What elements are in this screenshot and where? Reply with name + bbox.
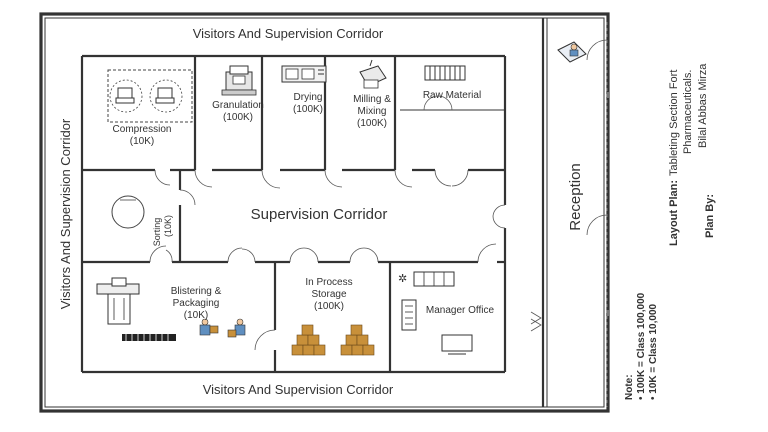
plan-by-label: Plan By: [704,194,716,238]
layout-plan-line2: Pharmaceuticals. [682,70,694,154]
storage-class: (100K) [314,301,344,312]
layout-plan-label: Layout Plan: [668,180,680,246]
sorting-table-icon [111,195,145,229]
door-swings [149,39,608,351]
granulator-icon [221,65,257,96]
compression-class: (10K) [130,136,154,147]
raw-material-label: Raw Material [423,90,481,101]
blistering-label-line2: Packaging [173,298,220,309]
top-corridor-label: Visitors And Supervision Corridor [193,26,384,41]
milling-label-line1: Milling & [353,94,391,105]
blistering-class: (10K) [184,310,208,321]
outer-walls [39,12,610,413]
packaging-workers-icon [199,318,246,338]
milling-label-line2: Mixing [358,106,387,117]
granulation-class: (100K) [223,112,253,123]
svg-text:✲: ✲ [398,272,407,285]
sorting-label: Sorting [152,218,162,247]
note-item-100k: • 100K = Class 100,000 [636,292,647,400]
manager-office-label: Manager Office [426,305,495,316]
storage-boxes-icon [291,324,375,356]
mixer-icon [359,59,387,89]
corridor-labels: Visitors And Supervision Corridor Visito… [58,26,394,397]
conveyor-belt-icon [122,334,176,341]
sorting-class: (10K) [163,215,173,237]
bottom-corridor-label: Visitors And Supervision Corridor [203,382,394,397]
granulation-label: Granulation [212,100,264,111]
inner-walls [80,54,507,374]
note-item-10k: • 10K = Class 10,000 [648,303,659,400]
dryer-icon [281,65,327,83]
reception-label: Reception [567,163,584,231]
drying-label: Drying [294,92,323,103]
storage-label-line1: In Process [305,277,352,288]
plan-by-value: Bilal Abbas Mirza [697,63,709,148]
room-labels: Compression (10K) Granulation (100K) Dry… [113,90,584,321]
reception-markers [607,92,609,316]
compression-label: Compression [113,124,172,135]
title-block: Layout Plan: Tableting Section Fort Phar… [624,63,716,400]
milling-class: (100K) [357,118,387,129]
layout-plan-line1: Tableting Section Fort [668,70,680,176]
storage-label-line2: Storage [311,289,346,300]
left-corridor-label: Visitors And Supervision Corridor [58,118,73,309]
note-label: Note: [624,374,635,400]
supervision-corridor-label: Supervision Corridor [251,206,388,223]
raw-material-rack-icon [424,65,466,81]
blister-machine-icon [96,277,140,325]
receptionist-icon [557,41,587,63]
manager-furniture-icon: ✲ [398,271,473,355]
compression-machines-icon [107,69,193,123]
drying-class: (100K) [293,104,323,115]
blistering-label-line1: Blistering & [171,286,222,297]
